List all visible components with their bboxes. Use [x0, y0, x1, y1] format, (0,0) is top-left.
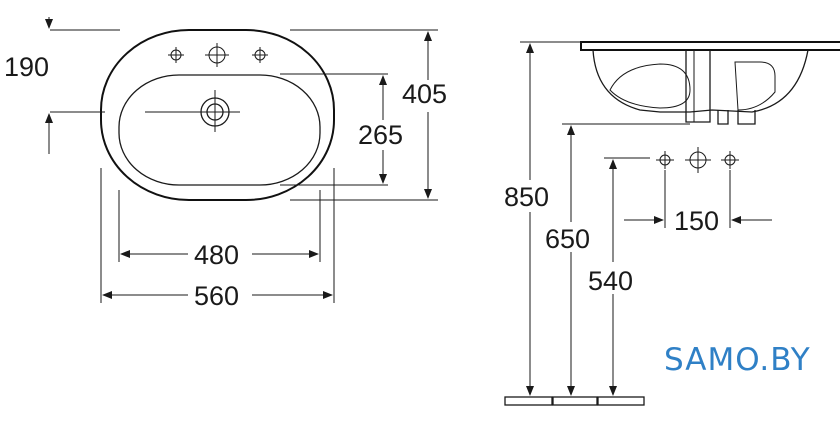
floor-block-1	[504, 396, 553, 406]
basin-inner-bowl	[118, 74, 321, 186]
side-tap-hole-center-icon	[685, 147, 711, 173]
basin-outer-outline	[100, 29, 335, 201]
side-tap-hole-right-icon	[721, 151, 739, 169]
tap-hole-right-icon	[252, 47, 268, 63]
dim-190-label: 190	[4, 52, 49, 82]
floor-block-3	[597, 396, 645, 406]
dim-850-label: 850	[504, 182, 549, 212]
basin-top-rim	[580, 41, 840, 51]
side-view: 850 650 540 150	[504, 41, 840, 406]
basin-bowl-section	[592, 49, 809, 113]
floor-block-2	[552, 396, 598, 406]
drain-hole-icon	[145, 90, 240, 132]
tap-hole-left-icon	[168, 47, 184, 63]
tap-hole-center-icon	[205, 43, 229, 67]
side-tap-hole-left-icon	[656, 151, 674, 169]
dim-480-label: 480	[194, 240, 239, 270]
dim-650-label: 650	[545, 224, 590, 254]
samo-watermark: SAMO.BY	[664, 342, 811, 378]
dim-265-label: 265	[358, 120, 403, 150]
dim-150-label: 150	[674, 206, 719, 236]
dim-540-label: 540	[588, 266, 633, 296]
dim-560-label: 560	[194, 281, 239, 311]
plan-view: 190 405 265 480 560	[4, 17, 447, 311]
dim-405-label: 405	[402, 79, 447, 109]
